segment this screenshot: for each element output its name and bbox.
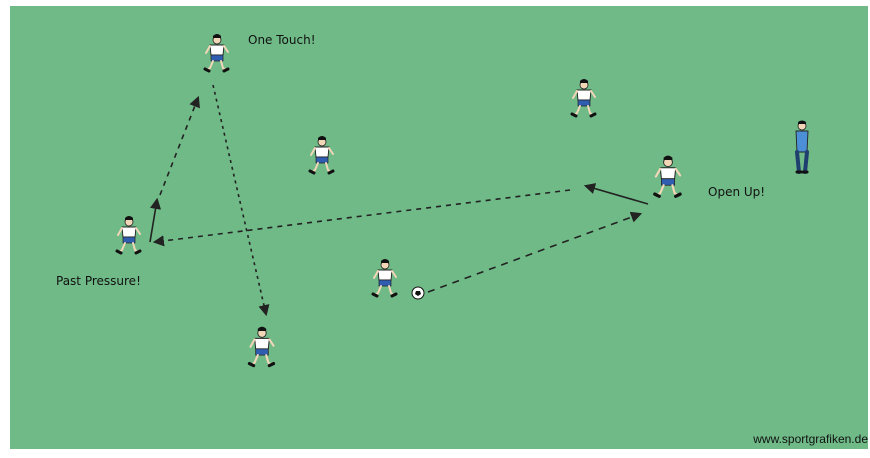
watermark-credit: www.sportgrafiken.de xyxy=(752,432,868,446)
label-past-pressure: Past Pressure! xyxy=(56,274,141,288)
pitch xyxy=(10,6,868,449)
soccer-ball-icon xyxy=(412,287,424,299)
label-one-touch: One Touch! xyxy=(248,33,316,47)
label-open-up: Open Up! xyxy=(708,185,765,199)
